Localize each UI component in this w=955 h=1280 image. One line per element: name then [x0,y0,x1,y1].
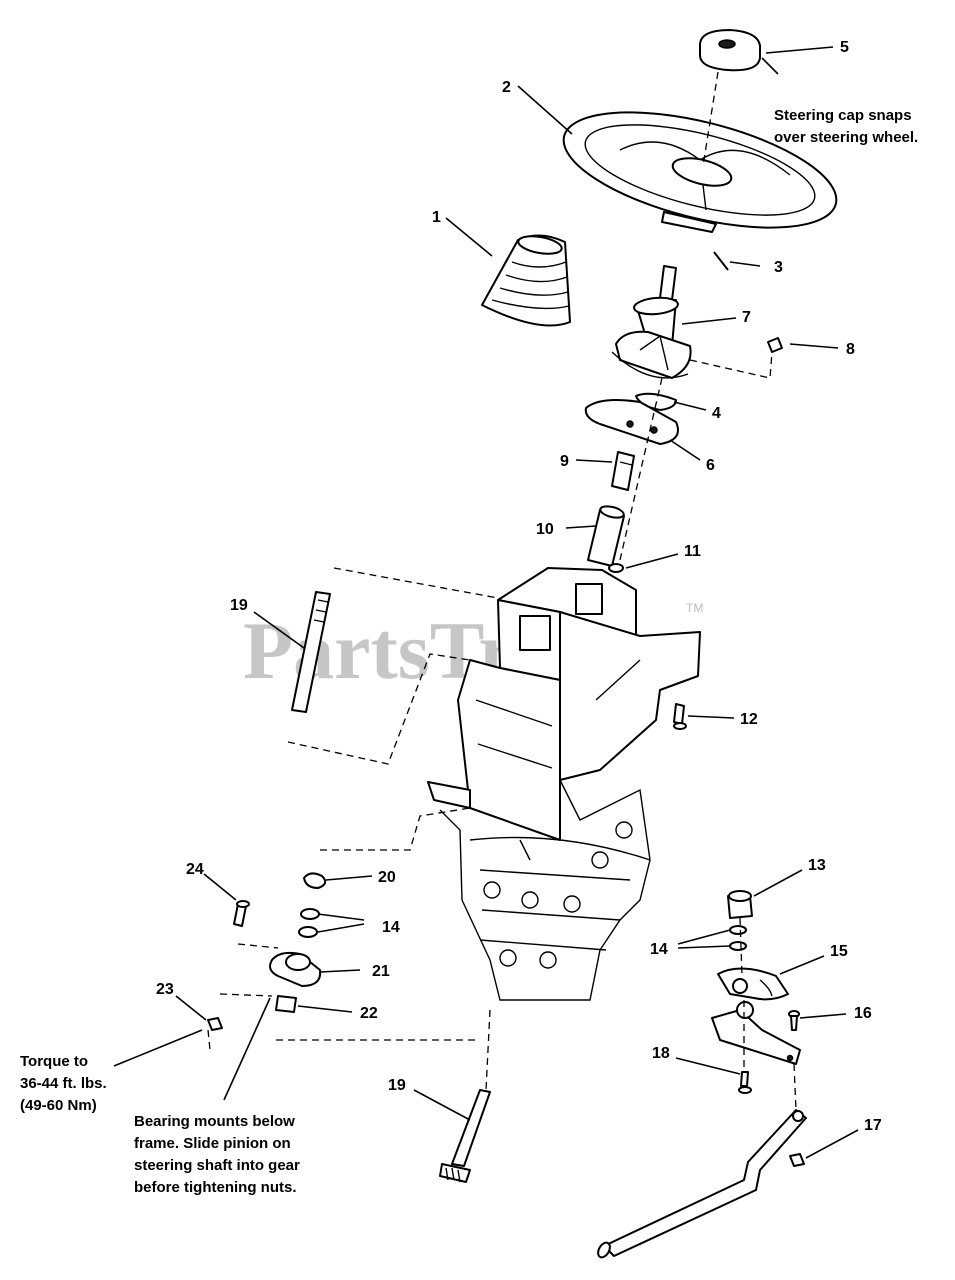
note-bearing-line2: frame. Slide pinion on [134,1135,291,1152]
callout-24: 24 [186,861,204,878]
part-steering-wheel[interactable] [553,90,848,251]
part-hex-nut-17[interactable] [789,1153,805,1167]
steering-arm-bracket [711,1001,801,1065]
part-bolt-16[interactable] [788,1010,800,1031]
part-bolt-12[interactable] [673,703,687,730]
callout-9: 9 [560,453,569,470]
callout-16: 16 [854,1005,872,1022]
callout-17: 17 [864,1117,882,1134]
note-bearing-line4: before tightening nuts. [134,1179,297,1196]
part-bushing-tube[interactable] [587,504,625,567]
note-bearing-line3: steering shaft into gear [134,1157,300,1174]
note-torque-line1: Torque to [20,1053,88,1070]
callout-2: 2 [502,79,511,96]
part-washers-14-right[interactable] [729,925,747,951]
callout-8: 8 [846,341,855,358]
part-hex-nut-23[interactable] [207,1017,223,1031]
callout-7: 7 [742,309,751,326]
part-drag-link[interactable] [596,1109,807,1259]
part-pinion-22[interactable] [275,995,297,1013]
note-steering-cap: Steering cap snaps over steering wheel. [774,107,918,146]
callout-15: 15 [830,943,848,960]
note-bearing: Bearing mounts below frame. Slide pinion… [134,1113,300,1196]
part-bolt-24[interactable] [233,900,250,927]
callout-14-left: 14 [382,919,400,936]
part-mounting-plate[interactable] [584,399,679,445]
part-e-clip[interactable] [303,872,327,889]
part-bearing-flange[interactable] [269,951,322,987]
callout-4: 4 [712,405,721,422]
part-steering-cap[interactable] [699,29,762,72]
note-steering-cap-line2: over steering wheel. [774,129,918,146]
callout-1: 1 [432,209,441,226]
part-roll-pin[interactable] [713,251,729,271]
callout-14-right: 14 [650,941,668,958]
frame-assembly [427,567,701,1001]
part-sector-gear[interactable] [717,967,789,1001]
note-torque-line3: (49-60 Nm) [20,1097,97,1114]
part-coupling[interactable] [611,451,635,491]
note-torque-line2: 36-44 ft. lbs. [20,1075,107,1092]
part-hex-nut-8[interactable] [767,337,783,353]
callout-11: 11 [684,543,701,560]
callout-12: 12 [740,711,758,728]
callout-6: 6 [706,457,715,474]
callout-22: 22 [360,1005,378,1022]
callout-13: 13 [808,857,826,874]
watermark-tm: TM [686,601,703,615]
part-steering-shaft-lower[interactable] [439,1089,491,1183]
part-washer-11[interactable] [608,563,624,573]
callout-3: 3 [774,259,783,276]
part-bolt-18[interactable] [738,1071,752,1094]
callout-19-lower: 19 [388,1077,406,1094]
callout-23: 23 [156,981,174,998]
part-steering-shaft-upper[interactable] [291,591,331,713]
callout-19-upper: 19 [230,597,248,614]
callout-18: 18 [652,1045,670,1062]
part-bushing-13[interactable] [727,890,753,919]
note-torque: Torque to 36-44 ft. lbs. (49-60 Nm) [20,1053,107,1114]
callout-21: 21 [372,963,390,980]
part-steering-boot[interactable] [481,233,571,327]
note-bearing-line1: Bearing mounts below [134,1113,295,1130]
callout-10: 10 [536,521,554,538]
note-steering-cap-line1: Steering cap snaps [774,107,912,124]
callout-5: 5 [840,39,849,56]
part-washers-14-left[interactable] [298,908,320,938]
part-steering-column[interactable] [611,296,692,379]
callout-20: 20 [378,869,396,886]
